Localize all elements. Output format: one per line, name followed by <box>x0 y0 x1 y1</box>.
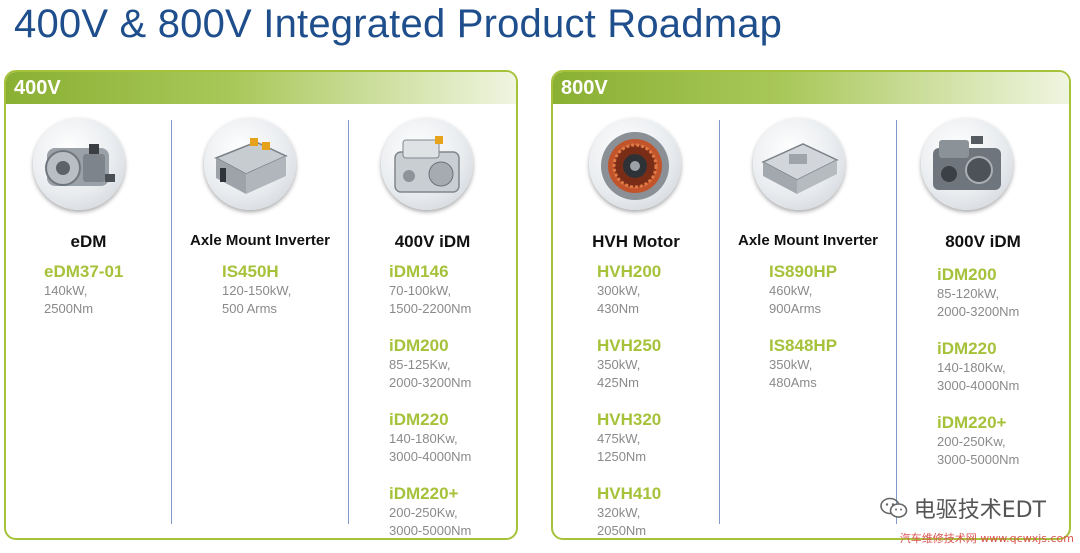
panel-header-400v: 400V <box>6 72 516 104</box>
product-name: HVH Motor <box>592 232 680 251</box>
item-spec: 3000-4000Nm <box>389 449 472 464</box>
column-hvh-motor: HVH Motor HVH200 300kW, 430Nm HVH250 350… <box>553 114 719 538</box>
motor-drive-unit-image <box>33 118 125 210</box>
column-divider <box>896 120 897 524</box>
watermark: 电驱技术EDT <box>879 492 1046 524</box>
list-item: HVH410 320kW, 2050Nm <box>597 484 662 538</box>
item-spec: 200-250Kw, <box>389 505 458 520</box>
item-name: iDM146 <box>389 262 449 281</box>
watermark-text: 电驱技术EDT <box>913 498 1046 523</box>
item-spec: 85-125Kw, <box>389 357 451 372</box>
product-name: Axle Mount Inverter <box>189 232 331 249</box>
list-item: iDM220+ 200-250Kw, 3000-5000Nm <box>389 484 472 538</box>
list-item: HVH200 300kW, 430Nm <box>597 262 661 318</box>
item-spec: 2500Nm <box>44 301 94 316</box>
item-name: IS890HP <box>769 262 838 281</box>
integrated-drive-module-image <box>381 118 473 210</box>
list-item: iDM220+ 200-250Kw, 3000-5000Nm <box>937 413 1019 469</box>
list-item: iDM200 85-120kW, 2000-3200Nm <box>937 265 1019 321</box>
item-spec: 350kW, <box>597 357 641 372</box>
item-spec: 460kW, <box>769 283 813 298</box>
wechat-icon <box>879 497 908 519</box>
item-spec: 430Nm <box>597 301 639 316</box>
item-spec: 140-180Kw, <box>389 431 458 446</box>
column-divider <box>171 120 172 524</box>
item-list: HVH200 300kW, 430Nm HVH250 350kW, 425Nm … <box>597 262 662 538</box>
inverter-image <box>753 118 845 210</box>
item-spec: 3000-5000Nm <box>389 523 472 538</box>
list-item: eDM37-01 140kW, 2500Nm <box>44 262 123 318</box>
item-spec: 2000-3200Nm <box>389 375 472 390</box>
product-name: eDM <box>70 232 107 251</box>
item-name: IS848HP <box>769 336 838 355</box>
item-list: iDM146 70-100kW, 1500-2200Nm iDM200 85-1… <box>389 262 472 538</box>
item-spec: 300kW, <box>597 283 641 298</box>
item-spec: 200-250Kw, <box>937 434 1006 449</box>
item-name: HVH320 <box>597 410 662 429</box>
item-spec: 140-180Kw, <box>937 360 1006 375</box>
item-spec: 500 Arms <box>222 301 277 316</box>
item-list: eDM37-01 140kW, 2500Nm <box>44 262 123 336</box>
item-spec: 1500-2200Nm <box>389 301 472 316</box>
column-divider <box>719 120 720 524</box>
item-spec: 350kW, <box>769 357 813 372</box>
item-spec: 120-150kW, <box>222 283 292 298</box>
item-name: iDM220 <box>937 339 997 358</box>
item-spec: 425Nm <box>597 375 639 390</box>
panel-400v: 400V eDM eDM37-01 140kW, 2500Nm <box>4 70 518 540</box>
integrated-drive-module-image <box>921 118 1013 210</box>
item-name: HVH200 <box>597 262 662 281</box>
inverter-image <box>204 118 296 210</box>
item-name: iDM220+ <box>389 484 459 503</box>
panel-800v: 800V HVH Motor HVH200 300kW, 430Nm HVH25… <box>551 70 1071 540</box>
item-spec: 1250Nm <box>597 449 647 464</box>
list-item: IS848HP 350kW, 480Ams <box>769 336 837 392</box>
item-spec: 3000-4000Nm <box>937 378 1020 393</box>
list-item: HVH250 350kW, 425Nm <box>597 336 661 392</box>
item-spec: 480Ams <box>769 375 817 390</box>
product-name: Axle Mount Inverter <box>737 232 879 249</box>
item-spec: 140kW, <box>44 283 88 298</box>
item-spec: 2000-3200Nm <box>937 304 1020 319</box>
item-spec: 70-100kW, <box>389 283 452 298</box>
item-name: IS450H <box>222 262 279 281</box>
item-name: iDM220+ <box>937 413 1007 432</box>
list-item: iDM220 140-180Kw, 3000-4000Nm <box>389 410 471 466</box>
item-name: eDM37-01 <box>44 262 124 281</box>
list-item: iDM146 70-100kW, 1500-2200Nm <box>389 262 471 318</box>
item-spec: 900Arms <box>769 301 822 316</box>
list-item: IS450H 120-150kW, 500 Arms <box>222 262 291 318</box>
item-spec: 85-120kW, <box>937 286 1000 301</box>
item-spec: 3000-5000Nm <box>937 452 1020 467</box>
column-idm-400v: 400V iDM iDM146 70-100kW, 1500-2200Nm iD… <box>349 114 516 538</box>
column-divider <box>348 120 349 524</box>
column-edm: eDM eDM37-01 140kW, 2500Nm <box>6 114 171 528</box>
list-item: iDM200 85-125Kw, 2000-3200Nm <box>389 336 471 392</box>
item-list: iDM200 85-120kW, 2000-3200Nm iDM220 140-… <box>937 265 1019 487</box>
column-idm-800v: 800V iDM iDM200 85-120kW, 2000-3200Nm iD… <box>897 114 1069 528</box>
product-name: 400V iDM <box>394 232 471 251</box>
product-name: 800V iDM <box>945 232 1021 251</box>
item-spec: 475kW, <box>597 431 641 446</box>
item-spec: 320kW, <box>597 505 641 520</box>
panel-header-800v: 800V <box>553 72 1069 104</box>
item-list: IS450H 120-150kW, 500 Arms <box>222 262 291 336</box>
watermark-subtext: 汽车维修技术网 www.qcwxjs.com <box>899 532 1074 545</box>
item-list: IS890HP 460kW, 900Arms IS848HP 350kW, 48… <box>769 262 837 410</box>
item-name: HVH250 <box>597 336 662 355</box>
page-title: 400V & 800V Integrated Product Roadmap <box>14 2 783 46</box>
item-name: iDM220 <box>389 410 449 429</box>
hvh-motor-image <box>589 118 681 210</box>
column-inverter-400v: Axle Mount Inverter IS450H 120-150kW, 50… <box>172 114 348 528</box>
item-spec: 2050Nm <box>597 523 647 538</box>
list-item: iDM220 140-180Kw, 3000-4000Nm <box>937 339 1019 395</box>
item-name: iDM200 <box>389 336 449 355</box>
list-item: HVH320 475kW, 1250Nm <box>597 410 661 466</box>
list-item: IS890HP 460kW, 900Arms <box>769 262 837 318</box>
item-name: iDM200 <box>937 265 997 284</box>
item-name: HVH410 <box>597 484 662 503</box>
column-inverter-800v: Axle Mount Inverter IS890HP 460kW, 900Ar… <box>720 114 896 528</box>
